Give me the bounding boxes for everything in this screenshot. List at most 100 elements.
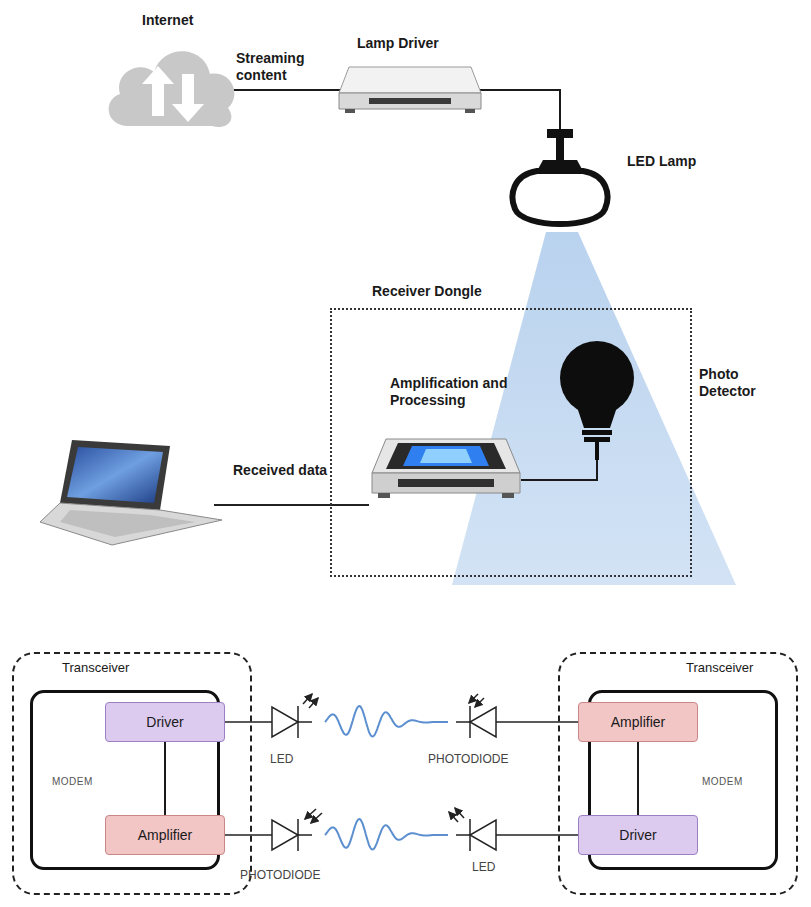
photodiode-symbol-part [496,721,579,723]
photo-detector: Photo Detector [552,338,767,460]
cloud-icon-part-part [109,51,235,127]
laptop-icon-part [67,447,163,503]
light-wave [325,819,448,849]
data-wire [214,505,369,506]
processing-device-part-part [398,479,494,487]
led-lamp-part [505,125,617,235]
driver-box: Driver [578,815,698,855]
transceiver-group-part [558,652,798,895]
led-symbol-part [449,812,458,822]
laptop-icon-part [40,503,222,545]
node-label: Amplifier [138,827,192,844]
laptop-icon-part [60,440,170,510]
led-symbol-part [470,820,496,850]
node-label: Amplifier [611,714,665,731]
node-label: Internet [142,12,242,29]
photodiode-symbol-part [311,813,322,823]
photo-detector-part-part [576,404,618,428]
connector-line [521,460,597,480]
photo-detector-part-part [584,437,610,442]
node-label: Amplification and Processing [390,375,526,409]
lamp-driver-device-part-part [339,93,481,109]
photodiode-symbol [456,694,579,738]
lamp-driver-device-part-part [369,98,451,104]
photodiode-symbol-part [469,694,478,703]
processing-device-part-part [378,493,390,498]
node-label: Driver [146,714,183,731]
transceiver-group-part [12,652,252,895]
processing-device: Amplification and Processing [368,375,524,525]
led-symbol-part [272,707,298,737]
connector-line [637,742,639,815]
cloud-icon-part [100,34,240,134]
cloud-icon: Internet [100,12,245,137]
transceiver-group: TransceiverMODEM AmplifierDriver [558,652,798,895]
driver-box: Driver [105,702,225,742]
photodiode-symbol-part [225,834,272,836]
transceiver-group: TransceiverMODEM DriverAmplifier [12,652,252,895]
photo-detector-part-part [595,442,599,460]
node-label: MODEM [702,776,762,788]
processing-device-part-part [386,443,506,469]
component-label: LED [270,752,330,766]
node-label: Photo Detector [699,366,771,400]
led-symbol-part [225,721,272,723]
led-symbol-part [309,698,318,708]
led-symbol [225,694,318,738]
lamp-driver-device-part-part [339,67,481,93]
processing-device-part [368,433,524,523]
led-lamp-part-part [547,129,573,138]
lamp-driver-device-part-part [345,109,355,113]
photodiode-symbol-part [470,707,496,737]
node-label: Transceiver [62,660,182,676]
node-label: Driver [619,827,656,844]
light-wave [325,706,448,736]
led-symbol-part [456,834,470,836]
node-label: Lamp Driver [357,35,482,52]
amplifier-box: Amplifier [578,702,698,742]
photodiode-symbol-part [298,834,312,836]
modem-box: MODEM AmplifierDriver [588,690,778,870]
photodiode-symbol-part [475,698,484,707]
receiver-dongle-group: Receiver DonglePhoto DetectorAmplificati… [330,283,692,577]
light-cone-part [452,232,736,585]
connector-line [233,89,340,91]
light-cone [452,232,736,585]
node-label: MODEM [52,776,112,788]
led-symbol-part [303,694,312,704]
led-lamp: LED Lamp [505,125,695,235]
processing-device-part-part [420,449,472,463]
node-label: LED Lamp [627,153,703,170]
processing-device-part-part [372,439,520,473]
photodiode-symbol-part [272,820,298,850]
connector-line [164,742,166,815]
light-wave [325,706,448,849]
component-label: PHOTODIODE [240,868,350,882]
lamp-driver-device-part-part [465,109,475,113]
node-label: Transceiver [686,660,786,676]
cloud-icon-part-part [142,66,174,116]
wire-label: Received data [233,462,333,479]
amplifier-box: Amplifier [105,815,225,855]
processing-device-part-part [372,473,520,493]
data-wire-part [214,504,369,506]
photodiode-symbol-part [305,809,316,819]
component-label: PHOTODIODE [428,752,538,766]
connector-line [480,90,560,129]
lamp-driver-device: Lamp Driver [335,35,485,120]
laptop-icon-part [60,510,195,537]
node-label: Receiver Dongle [372,283,532,300]
led-symbol-part [298,721,312,723]
led-lamp-part-part [513,171,608,224]
photo-detector-part [552,338,644,460]
processing-device-part-part [502,493,514,498]
photodiode-symbol [225,809,322,851]
edge-label: Streaming content [236,50,337,84]
cloud-icon-part-part [172,74,204,122]
lamp-driver-device-part [335,63,485,123]
photo-detector-part-part [582,430,612,435]
modem-box: MODEM DriverAmplifier [30,690,220,870]
photo-detector-part-part [560,341,634,415]
